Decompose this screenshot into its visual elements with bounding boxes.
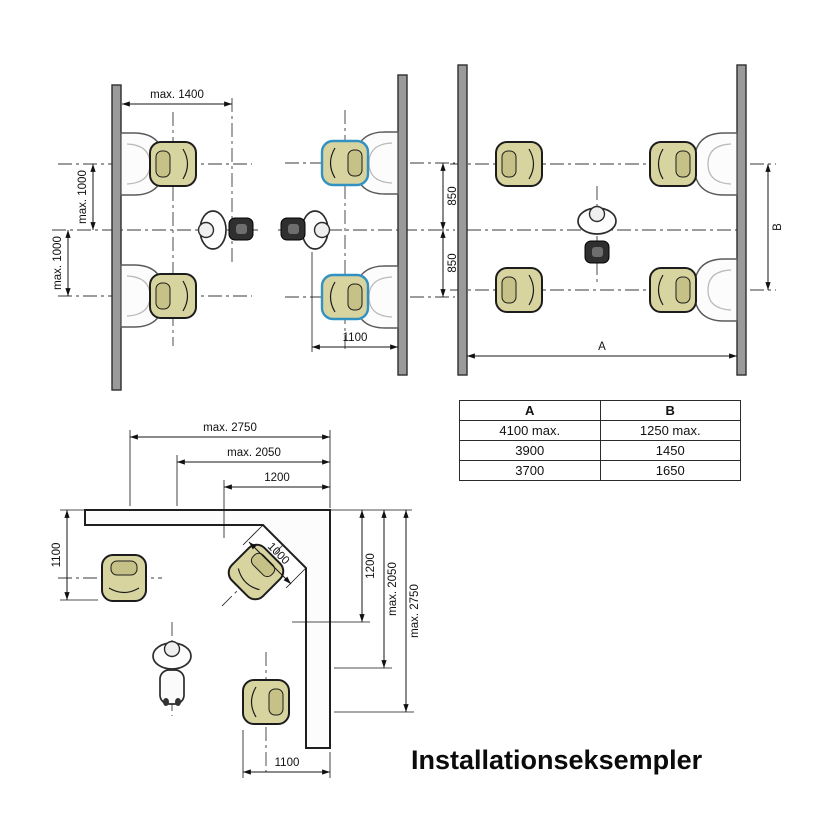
diagram-corner: max. 2750 max. 2050 1200 1100 1000 1200 [51, 422, 421, 778]
dental-chair-highlighted [320, 139, 370, 187]
cell-b: 1650 [599, 460, 741, 481]
dim-label-bottom: 1100 [275, 757, 300, 769]
dim-label-top-outer: max. 2750 [203, 422, 257, 434]
stool-unit [280, 217, 306, 241]
dim-label-right-outer: max. 2750 [409, 584, 421, 638]
dim-label-gap-upper: max. 1000 [77, 170, 89, 224]
cell-a: 3900 [459, 440, 601, 461]
foot-mark [163, 698, 169, 706]
diagram-single-wall-left: max. 1400 max. 1000 max. 1000 [52, 84, 258, 391]
table-row: 4100 max. 1250 max. [459, 420, 741, 441]
cell-b: 1450 [599, 440, 741, 461]
dim-label-left: 1100 [51, 543, 63, 568]
dental-chair [649, 267, 697, 313]
dim-label-top: max. 1400 [150, 89, 204, 101]
table-row: 3900 1450 [459, 440, 741, 461]
dim-label-row-upper: 850 [447, 186, 459, 205]
dim-label-top-inner: 1200 [264, 472, 290, 484]
page-title: Installationseksempler [411, 745, 703, 775]
basin [693, 132, 738, 196]
dental-chair [101, 554, 147, 602]
operator-figure [301, 210, 331, 250]
dental-chair-highlighted [320, 273, 370, 321]
table-header-a: A [459, 400, 601, 421]
dim-label-row-lower: 850 [447, 253, 459, 272]
table-header-row: A B [459, 400, 741, 421]
dental-chair [242, 679, 290, 725]
dimension-table: A B 4100 max. 1250 max. 3900 1450 3700 1… [459, 400, 741, 481]
dental-chair [649, 141, 697, 187]
table-row: 3700 1650 [459, 460, 741, 481]
dental-chair [149, 273, 197, 319]
dim-label-top-middle: max. 2050 [227, 447, 281, 459]
corner-worktop [84, 509, 331, 749]
dim-label-gap-lower: max. 1000 [52, 236, 64, 290]
dim-label-a: A [598, 341, 606, 353]
dim-label-right-inner: 1200 [365, 553, 377, 579]
cell-a: 4100 max. [459, 420, 601, 441]
dim-label-bottom: 1100 [343, 332, 368, 344]
operator-figure [577, 205, 617, 235]
basin [693, 258, 738, 322]
dim-label-right-middle: max. 2050 [387, 562, 399, 616]
stool-unit [584, 240, 610, 264]
dim-label-b: B [772, 223, 784, 231]
diagram-double-wall: B A [450, 64, 784, 376]
diagram-single-wall-right: 850 850 1100 [278, 74, 459, 376]
wall [397, 74, 408, 376]
operator-body [159, 669, 185, 705]
wall-left [457, 64, 468, 376]
stool-unit [228, 217, 254, 241]
cell-b: 1250 max. [599, 420, 741, 441]
dental-chair [495, 267, 543, 313]
operator-figure [152, 640, 192, 670]
operator-figure [197, 210, 227, 250]
wall [111, 84, 122, 391]
cell-a: 3700 [459, 460, 601, 481]
dental-chair [149, 141, 197, 187]
dental-chair [495, 141, 543, 187]
foot-mark [175, 698, 181, 706]
wall-right [736, 64, 747, 376]
table-header-b: B [599, 400, 741, 421]
